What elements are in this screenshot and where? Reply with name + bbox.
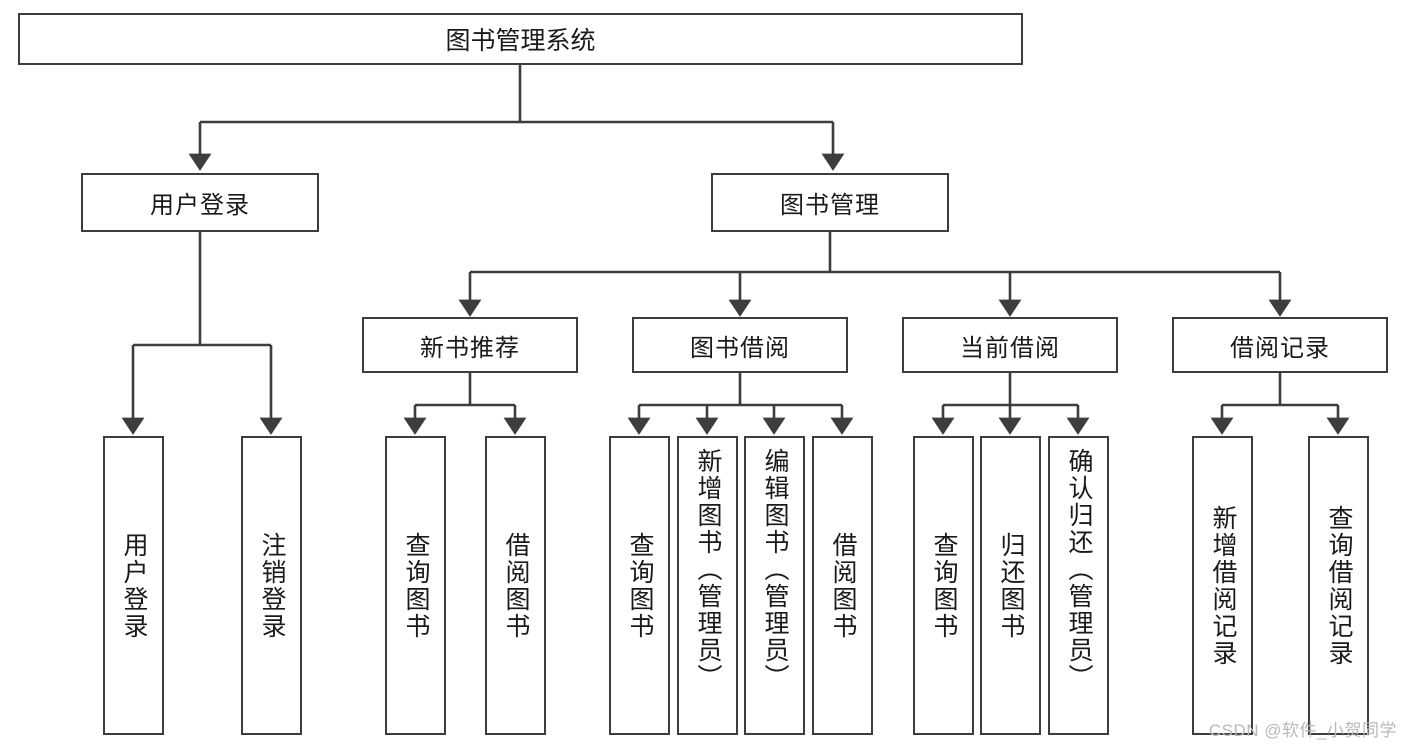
node-borrow-record[interactable]: 借阅记录 <box>1172 317 1388 373</box>
leaf-borrow-record-add[interactable]: 新增借阅记录 <box>1192 436 1253 735</box>
leaf-label: 借阅图书 <box>829 531 857 640</box>
node-new-book-recommend[interactable]: 新书推荐 <box>362 317 578 373</box>
leaf-new-book-query[interactable]: 查询图书 <box>385 436 446 735</box>
node-book-management[interactable]: 图书管理 <box>711 173 949 232</box>
leaf-label: 查询图书 <box>402 531 430 640</box>
leaf-new-book-borrow[interactable]: 借阅图书 <box>485 436 546 735</box>
node-book-management-label: 图书管理 <box>780 192 880 219</box>
leaf-book-borrow-query[interactable]: 查询图书 <box>609 436 670 735</box>
leaf-label: 借阅图书 <box>502 531 530 640</box>
leaf-label: 归还图书 <box>997 531 1025 640</box>
node-root-label: 图书管理系统 <box>445 27 596 55</box>
node-root-system[interactable]: 图书管理系统 <box>18 13 1023 65</box>
leaf-book-borrow-add[interactable]: 新增图书（管理员） <box>677 436 738 735</box>
leaf-user-login-login[interactable]: 用户登录 <box>103 436 164 735</box>
node-borrow-record-label: 借阅记录 <box>1230 334 1330 362</box>
leaf-book-borrow-borrow[interactable]: 借阅图书 <box>812 436 873 735</box>
leaf-label: 新增图书（管理员） <box>694 448 722 691</box>
leaf-book-borrow-edit[interactable]: 编辑图书（管理员） <box>744 436 805 735</box>
leaf-current-borrow-query[interactable]: 查询图书 <box>913 436 974 735</box>
leaf-label: 确认归还（管理员） <box>1065 448 1093 691</box>
node-book-borrow-label: 图书借阅 <box>690 334 790 362</box>
watermark-csdn: CSDN @软件_小贺同学 <box>1208 721 1397 740</box>
leaf-borrow-record-query[interactable]: 查询借阅记录 <box>1308 436 1369 735</box>
leaf-label: 新增借阅记录 <box>1209 504 1237 667</box>
node-book-borrow[interactable]: 图书借阅 <box>632 317 848 373</box>
leaf-label: 编辑图书（管理员） <box>761 448 789 691</box>
leaf-user-login-logout[interactable]: 注销登录 <box>241 436 302 735</box>
leaf-label: 查询图书 <box>930 531 958 640</box>
node-user-login-label: 用户登录 <box>150 192 250 219</box>
leaf-label: 注销登录 <box>258 531 286 640</box>
node-current-borrow-label: 当前借阅 <box>960 334 1060 362</box>
leaf-label: 用户登录 <box>120 531 148 640</box>
node-current-borrow[interactable]: 当前借阅 <box>902 317 1118 373</box>
leaf-current-borrow-confirm[interactable]: 确认归还（管理员） <box>1048 436 1109 735</box>
node-user-login[interactable]: 用户登录 <box>81 173 319 232</box>
leaf-label: 查询图书 <box>626 531 654 640</box>
node-new-book-recommend-label: 新书推荐 <box>420 334 520 362</box>
leaf-current-borrow-return[interactable]: 归还图书 <box>980 436 1041 735</box>
leaf-label: 查询借阅记录 <box>1325 504 1353 667</box>
